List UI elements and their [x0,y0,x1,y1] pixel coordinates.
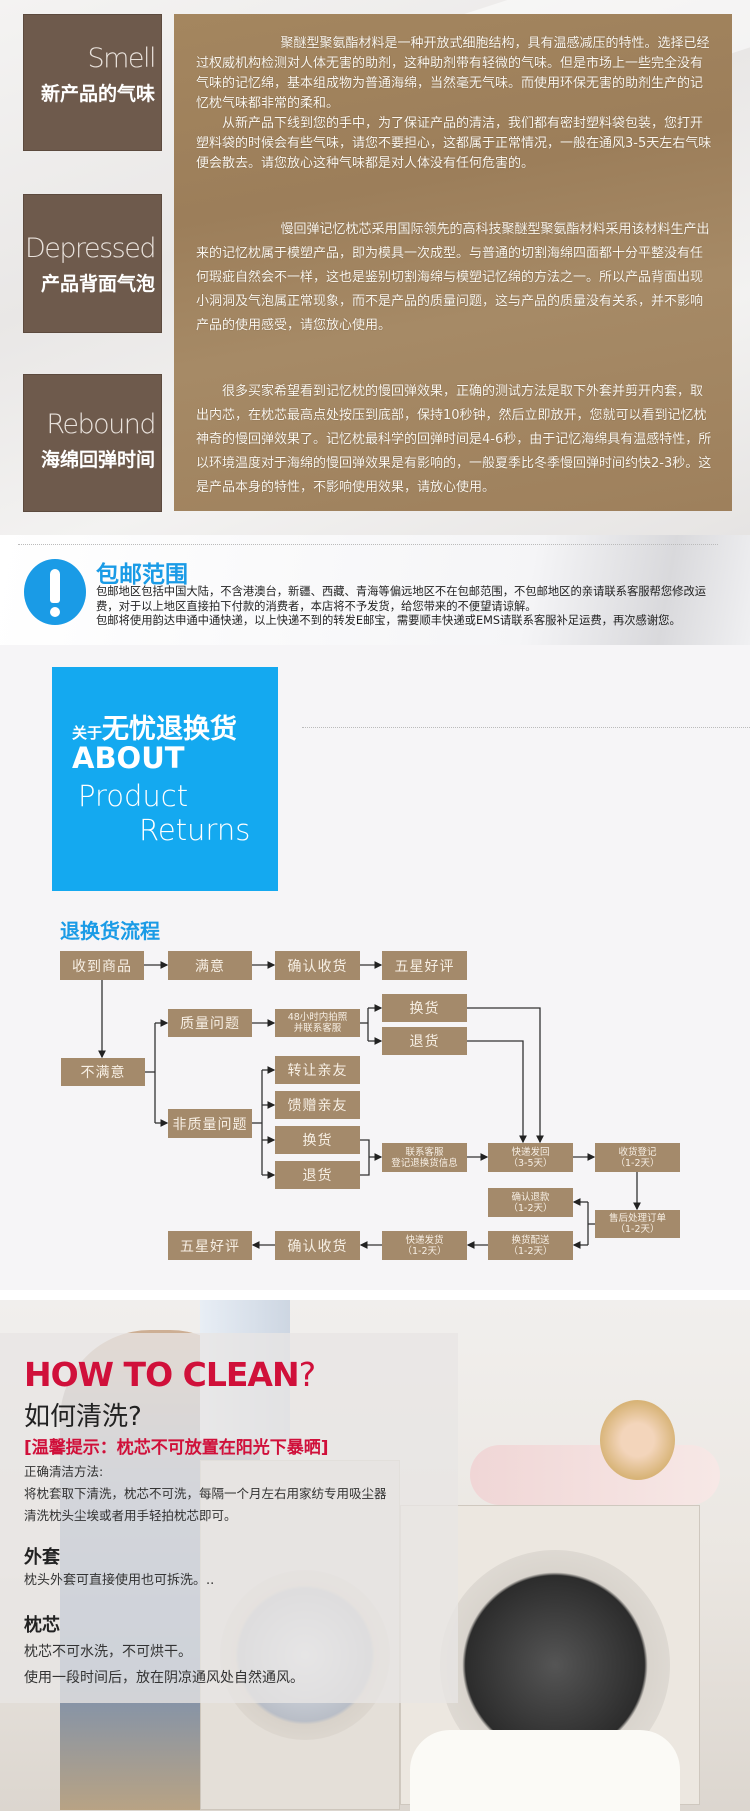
divider [302,727,750,728]
flow-title: 退换货流程 [60,919,160,943]
flow-box-line: （1-2天） [615,1157,660,1169]
rebound-label-box: Rebound 海绵回弹时间 [23,374,162,512]
depressed-label-box: Depressed 产品背面气泡 [23,194,162,333]
smell-paragraph-2: 从新产品下线到您的手中，为了保证产品的清洁，我们都有密封塑料袋包装，您打开塑料袋… [196,116,712,171]
flow-box-line: （1-2天） [402,1245,447,1257]
smell-zh-label: 新产品的气味 [40,83,155,105]
exclamation-icon [24,559,86,625]
returns-section: 关于无忧退换货 ABOUT Product Returns 退换货流程 [0,645,750,1290]
flow-box-line: 48小时内拍照 [287,1012,348,1023]
flow-box-non-quality-issue: 非质量问题 [168,1109,252,1138]
rebound-zh-label: 海绵回弹时间 [40,449,155,471]
flow-box-exchange-delivery: 换货配送（1-2天） [488,1231,573,1260]
flow-box-confirm-receipt: 确认收货 [275,951,360,980]
flow-box-line: 收货登记 [618,1146,657,1158]
clean-method-line: 将枕套取下清洗，枕芯不可洗，每隔一个月左右用家纺专用吸尘器 [24,1486,387,1501]
flow-box-line: 售后处理订单 [608,1213,666,1224]
returns-about: ABOUT [72,741,185,775]
clean-title-en: HOW TO CLEAN? [24,1355,316,1394]
smell-text: 聚醚型聚氨酯材料是一种开放式细胞结构，具有温感减压的特性。选择已经过权威机构检测… [196,34,714,174]
flow-box-express-ship: 快递发货（1-2天） [382,1231,467,1260]
flow-box-five-star-2: 五星好评 [168,1231,252,1260]
flow-box-gift-friend: 馈赠亲友 [275,1091,360,1119]
flow-box-line: （3-5天） [508,1157,553,1169]
flow-box-receive-register: 收货登记（1-2天） [595,1143,680,1172]
shipping-line-1: 包邮地区包括中国大陆，不含港澳台，新疆、西藏、青海等偏远地区不在包邮范围，不包邮… [96,585,707,613]
flow-box-satisfied: 满意 [168,951,252,980]
flow-box-return-2: 退货 [275,1161,360,1189]
flow-box-transfer-friend: 转让亲友 [275,1056,360,1084]
clean-info-panel: HOW TO CLEAN? 如何清洗? [温馨提示：枕芯不可放置在阳光下暴晒] … [0,1333,458,1703]
flow-box-line: 登记退换货信息 [391,1157,458,1169]
returns-banner-title: 关于无忧退换货 [72,707,237,746]
cover-text: 枕头外套可直接使用也可拆洗。.. [24,1573,215,1588]
flow-box-line: （1-2天） [508,1245,553,1257]
flow-box-confirm-receipt-2: 确认收货 [275,1231,360,1260]
flow-connectors [98,961,641,1249]
depressed-en-label: Depressed [24,233,157,264]
flow-box-after-sales: 售后处理订单（1-2天） [595,1210,680,1238]
flow-box-unsatisfied: 不满意 [61,1058,145,1086]
rebound-paragraph: 很多买家希望看到记忆枕的慢回弹效果，正确的测试方法是取下外套并剪开内套，取出内芯… [196,384,712,495]
flow-box-ship-back: 快递发回（3-5天） [488,1143,573,1172]
depressed-text: 慢回弹记忆枕芯采用国际领先的高科技聚醚型聚氨酯材料采用该材料生产出来的记忆枕属于… [196,218,714,338]
flow-box-line: （1-2天） [508,1202,553,1214]
depressed-paragraph: 慢回弹记忆枕芯采用国际领先的高科技聚醚型聚氨酯材料采用该材料生产出来的记忆枕属于… [196,222,710,333]
returns-title: 无忧退换货 [102,714,238,745]
flow-box-line: 快递发回 [511,1146,550,1158]
clean-title-text: HOW TO CLEAN [24,1355,300,1394]
smell-en-label: Smell [87,43,156,74]
smell-paragraph-1: 聚醚型聚氨酯材料是一种开放式细胞结构，具有温感减压的特性。选择已经过权威机构检测… [196,36,710,111]
depressed-zh-label: 产品背面气泡 [40,273,155,295]
returns-returns: Returns [139,813,251,847]
shipping-line-2: 包邮将使用韵达申通中通快递，以上快递不到的转发E邮宝，需要顺丰快递或EMS请联系… [96,614,681,627]
flow-box-received: 收到商品 [60,951,144,980]
rebound-en-label: Rebound [46,409,156,440]
clean-method: 正确清洁方法: 将枕套取下清洗，枕芯不可洗，每隔一个月左右用家纺专用吸尘器 清洗… [24,1461,387,1527]
core-line: 使用一段时间后，放在阴凉通风处自然通风。 [24,1670,304,1686]
core-text: 枕芯不可水洗，不可烘干。 使用一段时间后，放在阴凉通风处自然通风。 [24,1639,304,1691]
flow-box-five-star: 五星好评 [382,951,467,980]
flow-box-line: 快递发货 [405,1234,444,1246]
smell-label-box: Smell 新产品的气味 [23,14,162,151]
flow-box-line: 并联系客服 [293,1023,342,1034]
core-line: 枕芯不可水洗，不可烘干。 [24,1644,192,1660]
returns-product: Product [78,779,189,813]
flow-box-line: 联系客服 [405,1146,444,1158]
flow-box-contact-service: 联系客服登记退换货信息 [382,1143,467,1172]
clean-method-label: 正确清洁方法: [24,1464,104,1479]
cover-title: 外套 [24,1547,60,1568]
flow-box-confirm-refund: 确认退款（1-2天） [488,1188,573,1217]
flow-box-line: 换货配送 [511,1234,550,1246]
clean-method-line: 清洗枕头尘埃或者用手轻拍枕芯即可。 [24,1508,237,1523]
core-title: 枕芯 [24,1615,60,1636]
clean-tip: [温馨提示：枕芯不可放置在阳光下暴晒] [24,1438,329,1458]
flow-box-line: 确认退款 [511,1191,550,1203]
divider [18,544,718,545]
flow-box-photo-48h: 48小时内拍照并联系客服 [275,1009,360,1037]
flow-box-return: 退货 [382,1027,467,1055]
flow-box-exchange: 换货 [382,994,467,1022]
flow-box-quality-issue: 质量问题 [168,1009,252,1037]
shipping-text: 包邮地区包括中国大陆，不含港澳台，新疆、西藏、青海等偏远地区不在包邮范围，不包邮… [96,585,716,629]
features-text-panel: 聚醚型聚氨酯材料是一种开放式细胞结构，具有温感减压的特性。选择已经过权威机构检测… [174,14,732,511]
clean-title-question: ? [298,1355,316,1394]
clean-section: HOW TO CLEAN? 如何清洗? [温馨提示：枕芯不可放置在阳光下暴晒] … [0,1300,750,1811]
returns-banner: 关于无忧退换货 ABOUT Product Returns [52,667,278,891]
shipping-title: 包邮范围 [96,562,188,588]
shipping-section: 包邮范围 包邮地区包括中国大陆，不含港澳台，新疆、西藏、青海等偏远地区不在包邮范… [0,535,750,645]
returns-prefix: 关于 [72,724,103,742]
clean-title-zh: 如何清洗? [24,1402,142,1432]
features-section: 聚醚型聚氨酯材料是一种开放式细胞结构，具有温感减压的特性。选择已经过权威机构检测… [0,0,750,535]
flow-box-exchange-2: 换货 [275,1126,360,1154]
flow-box-line: （1-2天） [615,1224,660,1235]
rebound-text: 很多买家希望看到记忆枕的慢回弹效果，正确的测试方法是取下外套并剪开内套，取出内芯… [196,380,714,500]
